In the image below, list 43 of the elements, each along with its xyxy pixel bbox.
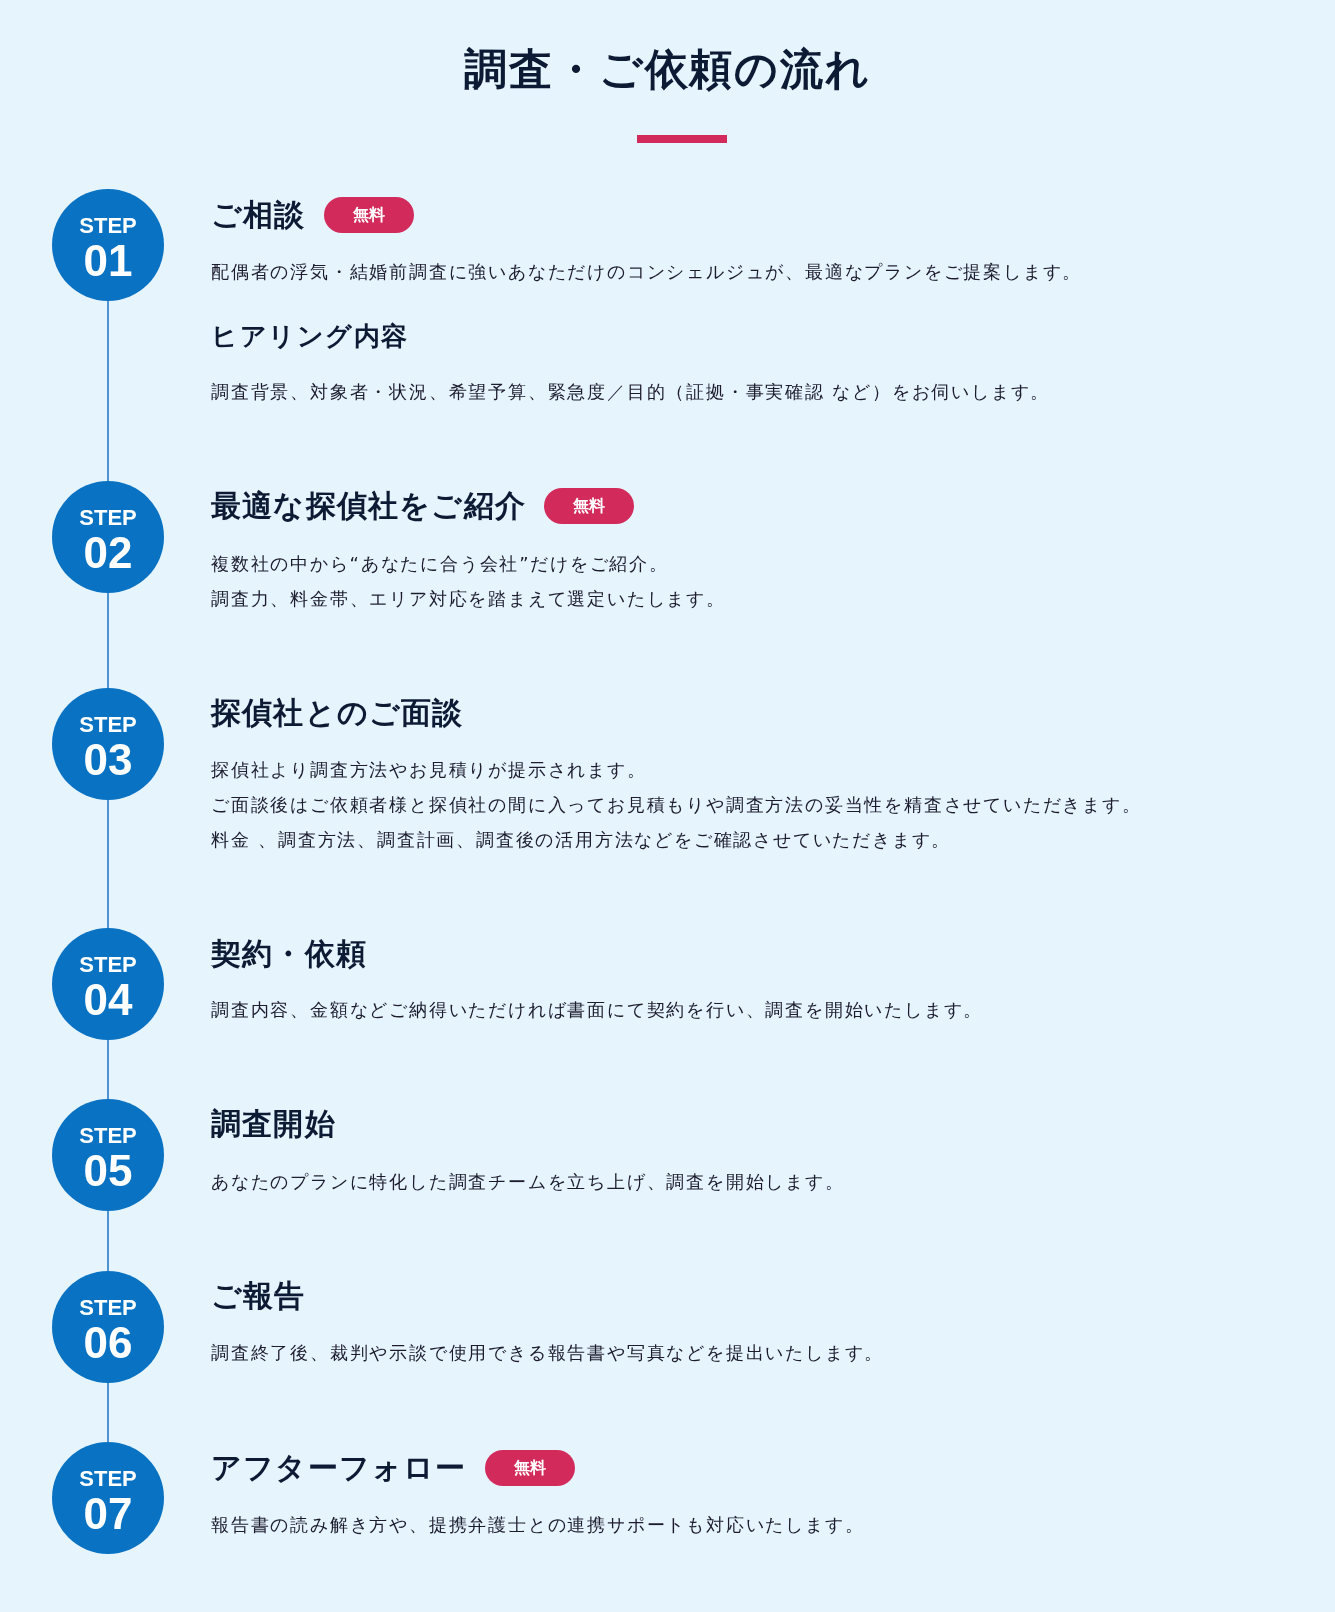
step-number: 06 xyxy=(83,1321,133,1365)
step-heading: 調査開始 xyxy=(211,1105,336,1143)
step-heading: ご報告 xyxy=(211,1277,306,1315)
step-description: 料金 、調査方法、調査計画、調査後の活用方法などをご確認させていただきます。 xyxy=(211,828,952,852)
step-description: ご面談後はご依頼者様と探偵社の間に入ってお見積もりや調査方法の妥当性を精査させていただきます。 xyxy=(211,793,1142,817)
step-number: 02 xyxy=(83,531,133,575)
pill-badge: 無料 xyxy=(323,197,414,233)
step-description: 配偶者の浮気・結婚前調査に強いあなただけのコンシェルジュが、最適なプランをご提案します。 xyxy=(211,260,1083,284)
step-description: 調査力、料金帯、エリア対応を踏まえて選定いたします。 xyxy=(211,587,726,611)
step-number: 04 xyxy=(83,978,133,1022)
step-description: あなたのプランに特化した調査チームを立ち上げ、調査を開始します。 xyxy=(211,1170,845,1194)
step-description: 報告書の読み解き方や、提携弁護士との連携サポートも対応いたします。 xyxy=(211,1513,865,1537)
subheading: ヒアリング内容 xyxy=(211,320,409,353)
page-title: 調査・ご依頼の流れ xyxy=(464,43,871,96)
step-heading: 契約・依頼 xyxy=(211,935,367,973)
connector-line xyxy=(107,799,109,929)
pill-badge: 無料 xyxy=(484,1450,575,1486)
step-number: 01 xyxy=(83,239,133,283)
step-label: STEP xyxy=(79,1125,137,1147)
connector-line xyxy=(107,1382,109,1443)
step-heading: アフターフォロー xyxy=(211,1449,467,1487)
step-description: 調査終了後、裁判や示談で使用できる報告書や写真などを提出いたします。 xyxy=(211,1341,885,1365)
pill-badge: 無料 xyxy=(544,488,634,524)
step-heading: 探偵社とのご面談 xyxy=(211,694,464,732)
step-label: STEP xyxy=(79,215,137,237)
connector-line xyxy=(107,1210,109,1272)
step-description: 調査背景、対象者・状況、希望予算、緊急度／目的（証拠・事実確認 など）をお伺いします。 xyxy=(211,380,1051,404)
step-number: 05 xyxy=(83,1149,133,1193)
connector-line xyxy=(107,300,109,482)
connector-line xyxy=(107,1039,109,1100)
step-label: STEP xyxy=(79,714,137,736)
step-heading: ご相談 xyxy=(211,196,306,234)
step-label: STEP xyxy=(79,954,137,976)
step-label: STEP xyxy=(79,1468,137,1490)
step-description: 探偵社より調査方法やお見積りが提示されます。 xyxy=(211,758,647,782)
step-description: 複数社の中から“あなたに合う会社”だけをご紹介。 xyxy=(211,552,669,576)
step-number: 07 xyxy=(83,1492,133,1536)
step-description: 調査内容、金額などご納得いただければ書面にて契約を行い、調査を開始いたします。 xyxy=(211,998,984,1022)
step-heading: 最適な探偵社をご紹介 xyxy=(211,487,526,525)
step-label: STEP xyxy=(79,507,137,529)
step-label: STEP xyxy=(79,1297,137,1319)
connector-line xyxy=(107,592,109,689)
step-number: 03 xyxy=(83,738,133,782)
